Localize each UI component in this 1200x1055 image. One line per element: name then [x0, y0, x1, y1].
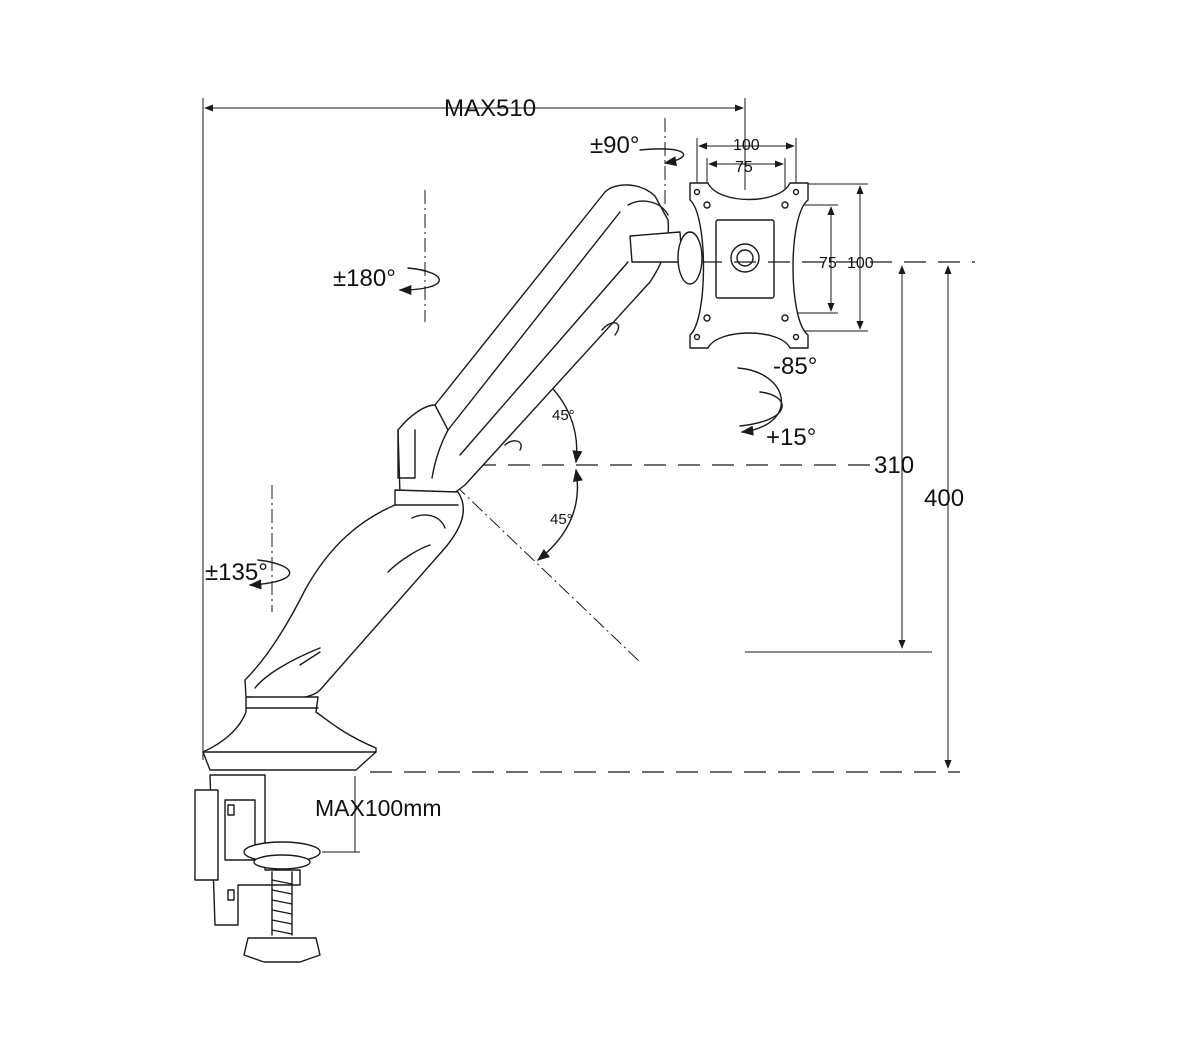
height-dimensions: 310 400 — [874, 265, 964, 769]
vesa-height-dimensions: 75 100 — [790, 183, 874, 332]
swivel-head-label: ±180° — [333, 265, 396, 292]
lower-arm — [244, 489, 464, 700]
angle-lower-label: 45° — [550, 511, 573, 528]
height-max-label: 400 — [924, 485, 964, 512]
tilt-up-label: +15° — [766, 424, 816, 451]
upper-arm — [397, 184, 703, 501]
tilt-top-label: ±90° — [590, 132, 639, 159]
max-reach-label: MAX510 — [444, 95, 536, 122]
desk-clamp: MAX100mm — [194, 774, 442, 963]
vesa-width-inner-label: 75 — [735, 159, 753, 176]
tilt-range-indicator: -85° +15° — [737, 353, 817, 451]
vesa-plate — [689, 182, 809, 349]
height-mid-label: 310 — [874, 452, 914, 479]
head-swivel-indicator: ±180° — [333, 190, 440, 322]
swivel-base-label: ±135° — [205, 559, 268, 586]
vesa-height-inner-label: 75 — [819, 255, 837, 272]
desk-base — [202, 696, 377, 771]
tilt-down-label: -85° — [773, 353, 817, 380]
clamp-max-label: MAX100mm — [315, 795, 442, 821]
angle-arcs: 45° 45° — [537, 375, 583, 561]
vesa-height-outer-label: 100 — [847, 255, 874, 272]
vesa-width-outer-label: 100 — [733, 137, 760, 154]
base-swivel-indicator: ±135° — [205, 485, 291, 612]
angle-upper-label: 45° — [552, 407, 575, 424]
tilt-rotation-indicator: ±90° — [590, 118, 685, 205]
reach-dimension: MAX510 — [202, 95, 746, 760]
